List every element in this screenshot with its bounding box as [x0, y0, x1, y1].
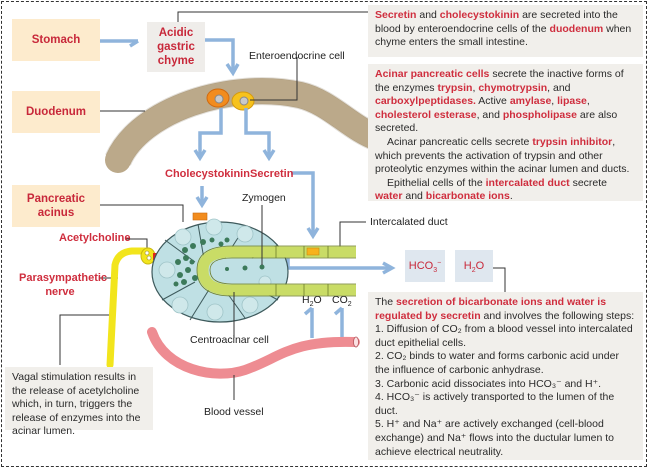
step-2: 2. CO₂ binds to water and forms carbonic…: [375, 350, 619, 376]
leader-enteroendocrine: [250, 57, 298, 101]
hl: chymotrypsin: [478, 81, 548, 94]
hl: carboxylpeptidases.: [375, 95, 476, 108]
secretin-label: Secretin: [250, 168, 294, 180]
co2-label: CO2: [332, 294, 352, 309]
blood-vessel: [147, 327, 360, 379]
duodenum-box: Duodenum: [12, 91, 100, 133]
hl: bicarbonate ions: [425, 190, 510, 203]
hl-secretin: Secretin: [375, 9, 417, 21]
text: ,: [586, 95, 590, 108]
text: Acinar pancreatic cells secrete: [387, 135, 533, 148]
blood-vessel-label: Blood vessel: [204, 406, 264, 418]
text: The: [375, 296, 397, 308]
hl: trypsin: [437, 81, 473, 94]
text: are secreted into the blood by enteroend…: [375, 9, 618, 35]
step-3: 3. Carbonic acid dissociates into HCO₃⁻ …: [375, 377, 602, 390]
text: and: [402, 190, 426, 203]
intercalated-duct-label: Intercalated duct: [370, 216, 448, 228]
hl: phospholipase: [502, 108, 577, 121]
enteroendocrine-cell-label: Enteroendocrine cell: [249, 50, 345, 62]
pancreatic-acinus-label-2: acinus: [37, 207, 75, 219]
leader-vagal: [59, 314, 115, 365]
text: secrete: [569, 176, 608, 189]
pancreatic-acinus-box: Pancreatic acinus: [12, 185, 100, 227]
stomach-box: Stomach: [12, 19, 100, 61]
hl: cholesterol esterase: [375, 108, 477, 121]
step-1: 1. Diffusion of CO₂ from a blood vessel …: [375, 323, 633, 349]
text: when chyme enters the small intestine.: [375, 22, 632, 49]
note-hormones: Secretin and cholecystokinin are secrete…: [368, 5, 643, 57]
duodenum-label: Duodenum: [25, 106, 87, 118]
acidic-chyme-label-3: chyme: [157, 55, 195, 67]
hl: Acinar pancreatic cells: [375, 68, 490, 80]
parasympathetic-nerve: [106, 247, 152, 369]
parasympathetic-nerve-label: Parasympathetic nerve: [19, 271, 107, 299]
text: are also secreted.: [375, 108, 618, 135]
stomach-label: Stomach: [31, 34, 81, 46]
pancreatic-acinus-label-1: Pancreatic: [26, 193, 86, 205]
leader-acetylcholine: [126, 238, 148, 249]
cholecystokinin-label: Cholecystokinin: [165, 168, 250, 180]
acidic-chyme-label-2: gastric: [157, 41, 195, 53]
arrow-chyme-duodenum: [205, 38, 235, 73]
text: and involves the following steps:: [480, 309, 635, 322]
water-box: H2O: [455, 250, 493, 282]
centroacinar-cell-label: Centroacinar cell: [190, 334, 269, 346]
cck-receptor: [192, 212, 208, 221]
note-vagal: Vagal stimulation results in the release…: [5, 367, 153, 437]
hl: water: [375, 190, 403, 203]
parasympathetic-nerve-label-2: nerve: [45, 286, 75, 298]
secretin-receptor: [306, 247, 320, 256]
text: , and: [547, 81, 571, 94]
acetylcholine-label: Acetylcholine: [59, 232, 131, 244]
note-bicarbonate: The secretion of bicarbonate ions and wa…: [368, 292, 643, 460]
arrow-duct-out: [286, 258, 392, 270]
text: Epithelial cells of the: [387, 176, 486, 189]
text: , and: [476, 108, 503, 121]
arrow-secretin-to-duct: [291, 171, 315, 236]
text: ,: [472, 81, 479, 94]
hl: amylase: [509, 95, 552, 108]
h2o-label: H2O: [302, 294, 322, 309]
zymogen-label: Zymogen: [242, 192, 286, 204]
text: Active: [475, 95, 510, 108]
water-label: H2O: [463, 260, 485, 275]
parasympathetic-nerve-label-1: Parasympathetic: [19, 272, 108, 284]
leader-note-hormones: [177, 11, 375, 22]
text: .: [509, 190, 513, 203]
hl: intercalated duct: [485, 176, 570, 189]
step-4: 4. HCO₃⁻ is actively transported to the …: [375, 391, 615, 417]
text: ,: [551, 95, 558, 108]
acidic-chyme-box: Acidic gastric chyme: [147, 22, 205, 72]
intercalated-duct: [197, 246, 356, 296]
leader-intercalated: [339, 221, 366, 250]
note-acinar: Acinar pancreatic cells secrete the inac…: [368, 64, 643, 203]
arrow-cholecystokinin: [198, 108, 223, 158]
hl-duodenum: duodenum: [549, 22, 604, 35]
hl: lipase: [557, 95, 587, 108]
hl: trypsin inhibitor: [532, 135, 613, 148]
hl-cholecystokinin: cholecystokinin: [439, 9, 520, 21]
step-5: 5. H⁺ and Na⁺ are actively exchanged (ce…: [375, 418, 615, 458]
acidic-chyme-label-1: Acidic: [158, 27, 194, 39]
bicarbonate-box: HCO3−: [405, 250, 445, 282]
text: secrete the inactive forms of the enzyme…: [375, 68, 624, 94]
text: , which prevents the activation of tryps…: [375, 135, 630, 176]
hl: secretion of bicarbonate ions and water …: [375, 296, 607, 322]
arrow-secretin: [244, 108, 271, 158]
text: and: [416, 9, 440, 21]
leader-acinus: [100, 204, 184, 222]
vagal-text: Vagal stimulation results in the release…: [12, 371, 141, 438]
bicarbonate-label: HCO3−: [408, 259, 442, 275]
